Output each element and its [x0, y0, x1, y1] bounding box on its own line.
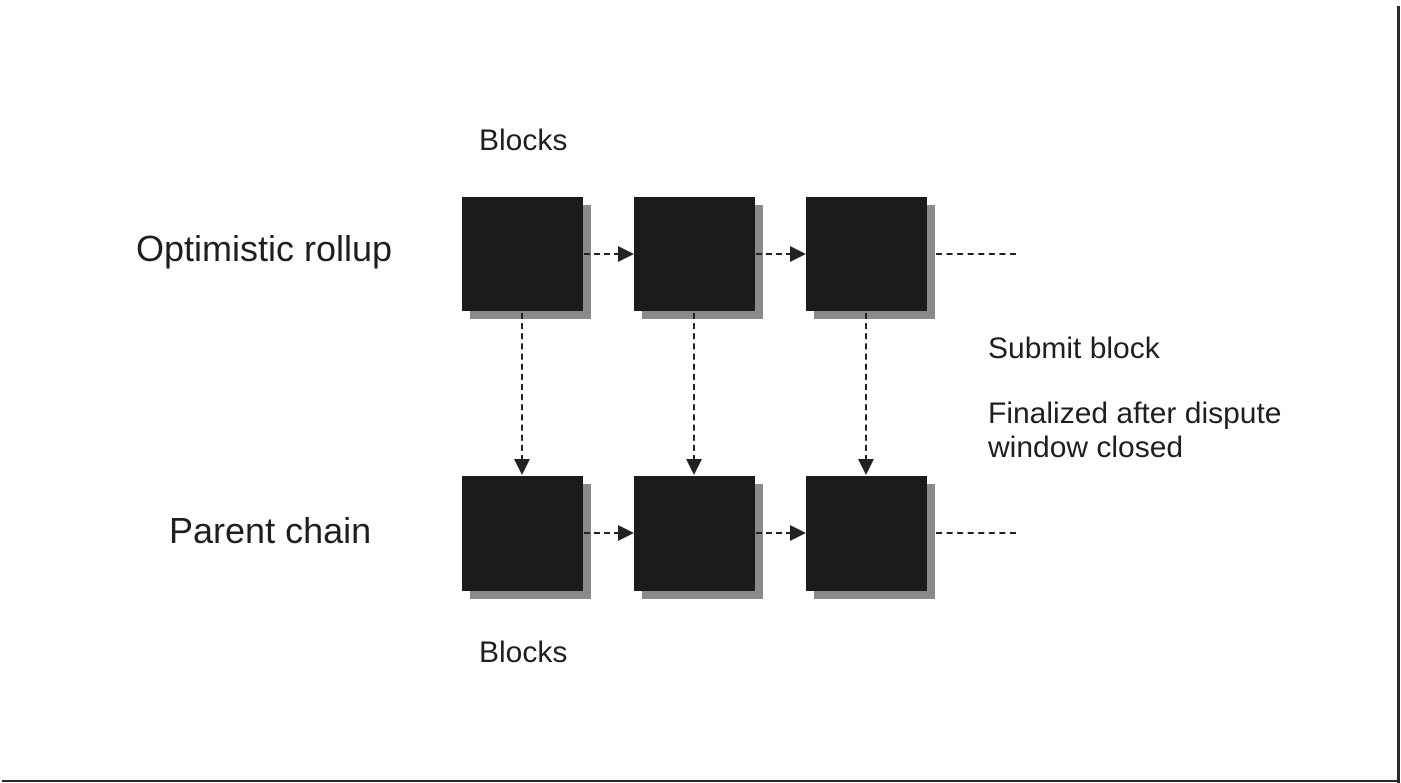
- page-border-right: [1397, 6, 1400, 783]
- annotation-finalized-after-dispute: Finalized after dispute window closed: [988, 397, 1282, 464]
- row-label-parent-chain: Parent chain: [169, 510, 372, 551]
- rollup-block-2: [634, 197, 755, 311]
- dashed-arrow-right-line: [584, 532, 620, 534]
- dashed-arrow-down-line: [521, 313, 523, 461]
- dashed-arrow-down-line: [865, 313, 867, 461]
- dashed-arrow-down-line: [693, 313, 695, 461]
- rollup-block-1: [462, 197, 583, 311]
- arrow-down-head-icon: [514, 459, 530, 475]
- bottom-blocks-label: Blocks: [479, 636, 568, 669]
- page-border-bottom: [2, 779, 1399, 782]
- row-label-optimistic-rollup: Optimistic rollup: [136, 228, 393, 269]
- dashed-arrow-right-line: [584, 253, 620, 255]
- dashed-line-continuation: [936, 253, 1016, 255]
- arrow-down-head-icon: [858, 459, 874, 475]
- arrow-right-head-icon: [790, 246, 806, 262]
- dashed-arrow-right-line: [756, 532, 792, 534]
- arrow-right-head-icon: [790, 525, 806, 541]
- parent-block-2: [634, 476, 755, 591]
- arrow-right-head-icon: [618, 246, 634, 262]
- annotation-submit-block: Submit block: [988, 332, 1160, 365]
- dashed-line-continuation: [936, 532, 1016, 534]
- dashed-arrow-right-line: [756, 253, 792, 255]
- parent-block-1: [462, 476, 583, 591]
- arrow-right-head-icon: [618, 525, 634, 541]
- rollup-block-3: [806, 197, 927, 311]
- top-blocks-label: Blocks: [479, 124, 568, 157]
- parent-block-3: [806, 476, 927, 591]
- arrow-down-head-icon: [686, 459, 702, 475]
